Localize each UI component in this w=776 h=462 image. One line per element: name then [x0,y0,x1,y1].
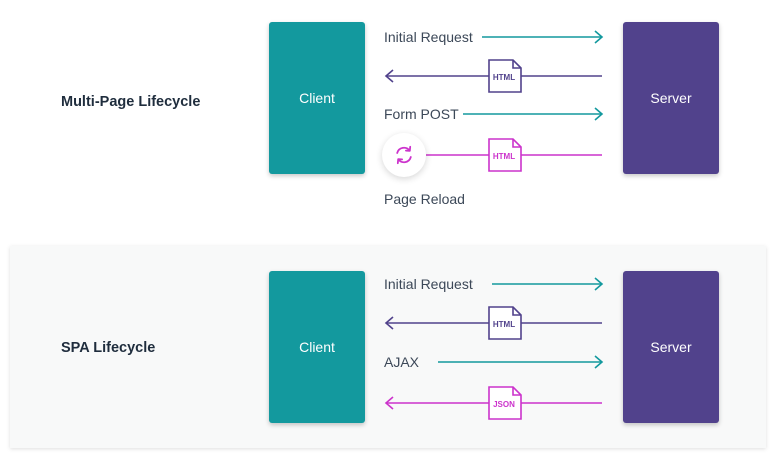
server-box: Server [623,22,719,174]
page-reload-badge [382,133,426,177]
spa-html-doc-label: HTML [493,320,515,329]
initial-request-label: Initial Request [384,29,473,45]
spa-server-label: Server [650,339,692,355]
reload-html-document-icon: HTML [488,138,522,172]
initial-request-arrow [482,30,604,44]
spa-initial-request-label: Initial Request [384,276,473,292]
page-reload-label: Page Reload [384,191,465,207]
refresh-icon [396,145,412,165]
reload-doc-label: HTML [493,152,515,161]
multi-page-title: Multi-Page Lifecycle [61,94,201,110]
json-doc-label: JSON [493,400,515,409]
client-box: Client [269,22,365,174]
spa-client-box: Client [269,271,365,423]
form-post-arrow [463,107,604,121]
json-document-icon: JSON [488,386,522,420]
ajax-arrow [438,355,604,369]
server-label: Server [650,90,692,106]
ajax-label: AJAX [384,354,420,370]
spa-title: SPA Lifecycle [61,340,156,356]
multi-page-panel: Multi-Page Lifecycle Client Server Initi… [61,22,719,207]
html-document-icon: HTML [488,59,522,93]
multi-page-arrows: HTML HTML [384,30,604,172]
spa-client-label: Client [299,339,335,355]
spa-panel: SPA Lifecycle Client Server Initial Requ… [10,246,766,448]
form-post-label: Form POST [384,106,459,122]
spa-server-box: Server [623,271,719,423]
spa-arrows: HTML JSON [384,277,604,420]
client-label: Client [299,90,335,106]
spa-initial-request-arrow [492,277,604,291]
spa-html-document-icon: HTML [488,306,522,340]
html-doc-label: HTML [493,73,515,82]
